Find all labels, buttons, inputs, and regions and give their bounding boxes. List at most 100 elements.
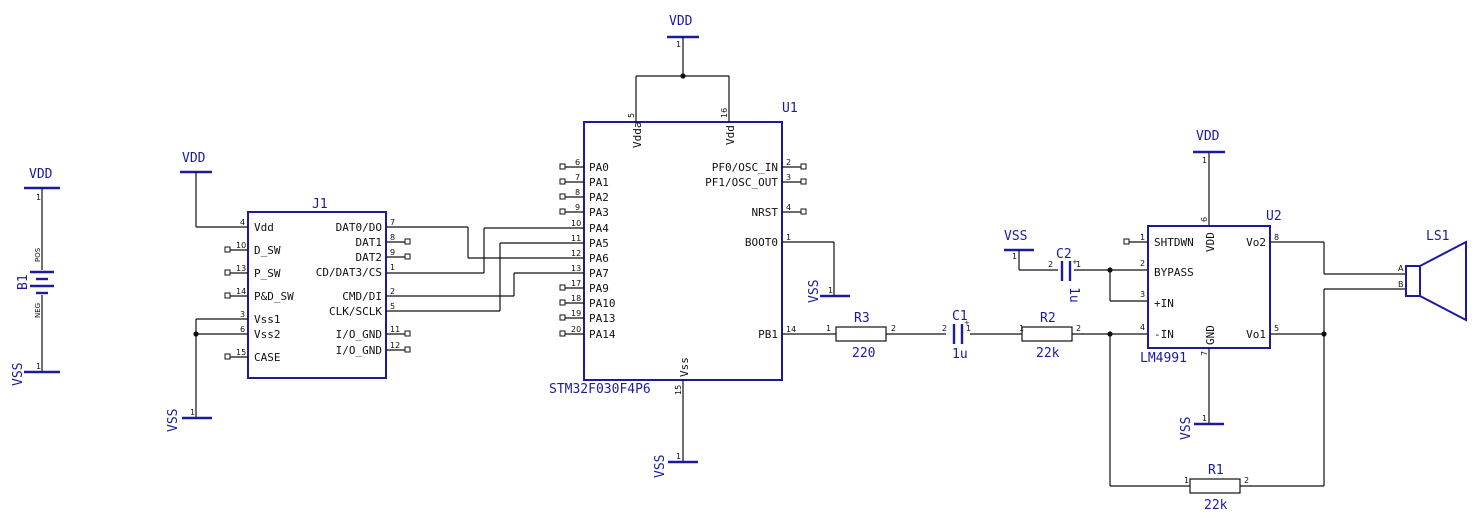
u1-pin-pa5: PA5 <box>589 237 609 250</box>
c1-polarity: + <box>964 319 970 327</box>
u1-pin-pa10: PA10 <box>589 297 616 310</box>
vss-pn: 1 <box>1012 252 1017 261</box>
audio-path-wires <box>782 331 1148 337</box>
j1-pn: 4 <box>240 218 245 227</box>
j1-pn: 6 <box>240 325 245 334</box>
r1-ref: R1 <box>1208 463 1224 478</box>
j1-pn: 2 <box>390 287 395 296</box>
j1-vdd-rail: VDD <box>180 151 228 228</box>
u1-pn: 12 <box>571 249 581 258</box>
b1-pos-label: POS <box>34 247 42 262</box>
u1-pin-nrst: NRST <box>752 206 779 219</box>
u1-pn: 19 <box>571 309 581 318</box>
j1-pn: 3 <box>240 310 245 319</box>
u2-pn: 3 <box>1140 290 1145 299</box>
j1-pn: 13 <box>236 264 246 273</box>
j1-pn: 10 <box>236 241 246 250</box>
resistor-r2[interactable]: R2 22k 1 2 <box>1019 311 1081 361</box>
u1-pin-pa7: PA7 <box>589 267 609 280</box>
j1-pin-dat0: DAT0/DO <box>336 221 382 234</box>
c2-pn: 2 <box>1048 260 1053 269</box>
b1-vdd-label: VDD <box>29 167 53 182</box>
b1-vss-label: VSS <box>11 363 26 386</box>
u1-pn: 4 <box>786 203 791 212</box>
u2-pn: 2 <box>1140 259 1145 268</box>
r1-pn: 1 <box>1184 476 1189 485</box>
u1-pn: 2 <box>786 158 791 167</box>
resistor-r1[interactable]: R1 22k 1 2 <box>1184 463 1249 513</box>
b1-ref: B1 <box>16 274 31 290</box>
j1-pin-dat3: CD/DAT3/CS <box>316 266 382 279</box>
boot0-vss: 1 VSS <box>782 241 850 303</box>
u1-pn: 16 <box>720 108 729 118</box>
u2-pn: 4 <box>1140 323 1145 332</box>
u1-pn: 13 <box>571 264 581 273</box>
r3-ref: R3 <box>854 311 870 326</box>
u1-vss-rail: 1 VSS <box>653 452 698 478</box>
u2-pin-vdd: VDD <box>1204 232 1217 252</box>
u1-pn: 14 <box>786 325 796 334</box>
j1-pin-pdsw: P&D_SW <box>254 290 294 303</box>
capacitor-c1[interactable]: + C1 1u 2 1 <box>942 309 971 362</box>
u1-pin-pa14: PA14 <box>589 328 616 341</box>
u1-pin-pa9: PA9 <box>589 282 609 295</box>
u2-pn: 8 <box>1274 233 1279 242</box>
u2-pin-gnd: GND <box>1204 325 1217 345</box>
j1-pn: 12 <box>390 341 400 350</box>
u1-pin-pa4: PA4 <box>589 222 609 235</box>
u1-ref: U1 <box>782 101 798 116</box>
j1-vdd-label: VDD <box>182 151 206 166</box>
vdd-pn: 1 <box>1202 156 1207 165</box>
u1-vdd-label: VDD <box>669 14 693 29</box>
u2-pn: 7 <box>1200 351 1209 356</box>
u1-pn: 6 <box>575 158 580 167</box>
u1-pin-vdda: Vdda <box>631 122 644 149</box>
u2-pin-inn: -IN <box>1154 328 1174 341</box>
u1-pn: 7 <box>575 173 580 182</box>
u1-pn: 5 <box>627 113 636 118</box>
c2-vss-rail: VSS 1 <box>1004 229 1058 271</box>
vdd-pn: 1 <box>676 40 681 49</box>
u2-pin-vo2: Vo2 <box>1246 236 1266 249</box>
u1-pn: 20 <box>571 325 581 334</box>
vss-pn: 1 <box>1202 414 1207 423</box>
r3-pn: 2 <box>891 324 896 333</box>
j1-pin-vdd: Vdd <box>254 221 274 234</box>
speaker-ls1[interactable]: LS1 A B <box>1398 229 1467 322</box>
j1-pn: 1 <box>390 263 395 272</box>
connector-j1[interactable]: J1 Vdd D_SW P_SW P&D_SW Vss1 Vss2 CASE 4… <box>224 197 411 379</box>
c2-ref: C2 <box>1056 247 1072 262</box>
r2-pn: 1 <box>1019 324 1024 333</box>
j1-pin-psw: P_SW <box>254 267 281 280</box>
u1-pn: 18 <box>571 294 581 303</box>
j1-pin-vss2: Vss2 <box>254 328 281 341</box>
u2-vdd-rail: VDD 1 <box>1193 129 1225 165</box>
r2-ref: R2 <box>1040 311 1056 326</box>
u1-pin-pf0: PF0/OSC_IN <box>712 161 778 174</box>
r2-value: 22k <box>1036 346 1060 361</box>
u1-vss-label: VSS <box>653 455 668 478</box>
mcu-u1[interactable]: U1 STM32F030F4P6 5 16 Vdda Vdd Vss 15 PA… <box>549 76 807 462</box>
b1-vss-pin: 1 <box>36 362 41 371</box>
j1-pin-dat2: DAT2 <box>356 251 383 264</box>
c2-polarity: + <box>1072 258 1078 266</box>
u1-pin-pa6: PA6 <box>589 252 609 265</box>
c2-pn: 1 <box>1076 260 1081 269</box>
u2-pin-shtdwn: SHTDWN <box>1154 236 1194 249</box>
vss-pn: 1 <box>828 286 833 295</box>
j1-ref: J1 <box>312 197 328 212</box>
boot0-vss-label: VSS <box>807 280 822 303</box>
amplifier-u2[interactable]: U2 LM4991 SHTDWN BYPASS +IN -IN 1 2 3 4 … <box>1123 152 1282 424</box>
capacitor-c2[interactable]: + C2 1u 2 1 <box>1048 247 1081 303</box>
j1-pn: 8 <box>390 233 395 242</box>
j1-pin-iognd2: I/O_GND <box>336 344 382 357</box>
battery-b1[interactable]: VDD 1 POS NEG B1 1 VSS <box>11 167 60 386</box>
j1-pn: 5 <box>390 302 395 311</box>
u1-pin-pa1: PA1 <box>589 176 609 189</box>
resistor-r3[interactable]: R3 220 1 2 <box>826 311 896 361</box>
spi-wires <box>386 226 564 312</box>
j1-pn: 11 <box>390 325 400 334</box>
u1-pin-vss: Vss <box>678 357 691 377</box>
j1-pin-dat1: DAT1 <box>356 236 383 249</box>
